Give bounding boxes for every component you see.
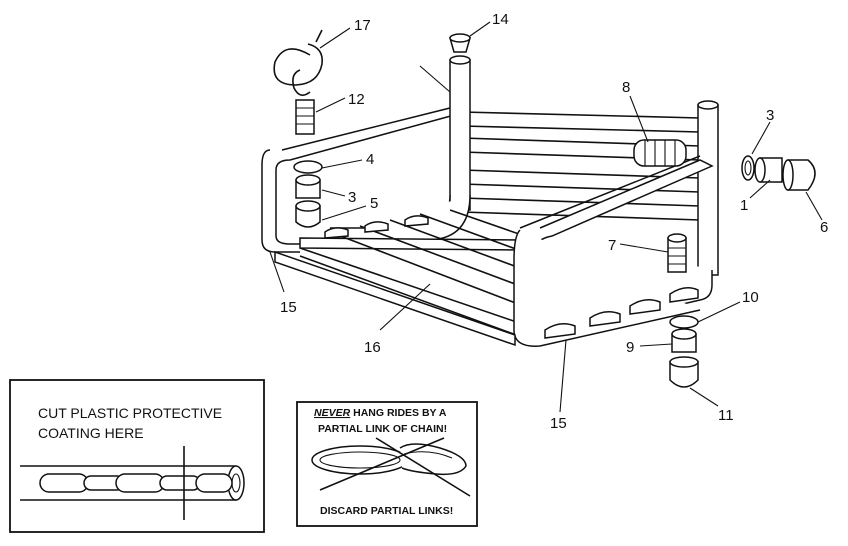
label-7: 7 — [608, 237, 616, 254]
left-fastener-stack — [293, 160, 323, 228]
warning-line-1: HANG RIDES BY A — [350, 407, 447, 419]
label-17: 17 — [354, 17, 371, 34]
partial-link-warning-box: NEVER HANG RIDES BY A PARTIAL LINK OF CH… — [296, 401, 478, 527]
label-14: 14 — [492, 11, 509, 28]
lower-fastener-stack — [669, 315, 699, 388]
swing-seat-frame — [261, 55, 719, 347]
warning-line-2: PARTIAL LINK OF CHAIN! — [318, 423, 447, 435]
cut-box-line-2: COATING HERE — [38, 425, 144, 441]
label-4: 4 — [366, 151, 374, 168]
label-3-right: 3 — [766, 107, 774, 124]
cut-coating-instruction-box: CUT PLASTIC PROTECTIVE COATING HERE — [9, 379, 265, 533]
label-15-left: 15 — [280, 299, 297, 316]
right-fastener-stack — [741, 155, 816, 191]
label-5: 5 — [370, 195, 378, 212]
leader-lines — [269, 21, 823, 413]
sleeve-part-8 — [633, 139, 687, 167]
label-12: 12 — [348, 91, 365, 108]
svg-text:NEVER HANG RIDES BY A: NEVER HANG RIDES BY A — [314, 407, 447, 419]
label-9: 9 — [626, 339, 634, 356]
label-8: 8 — [622, 79, 630, 96]
bolt-part-7 — [667, 233, 687, 273]
label-10: 10 — [742, 289, 759, 306]
eye-bolt-part-12 — [295, 99, 315, 135]
warning-never: NEVER — [314, 407, 351, 419]
label-15-bottom: 15 — [550, 415, 567, 432]
top-cap-part-14 — [449, 33, 471, 53]
label-3-left: 3 — [348, 189, 356, 206]
coated-chain-illustration — [20, 465, 245, 501]
label-1: 1 — [740, 197, 748, 214]
label-11: 11 — [718, 407, 734, 424]
label-16: 16 — [364, 339, 381, 356]
label-6: 6 — [820, 219, 828, 236]
cut-box-line-1: CUT PLASTIC PROTECTIVE — [38, 405, 222, 421]
partial-link-illustration — [311, 437, 471, 497]
s-hook-part-17 — [273, 29, 324, 96]
warning-footer: DISCARD PARTIAL LINKS! — [320, 505, 453, 517]
